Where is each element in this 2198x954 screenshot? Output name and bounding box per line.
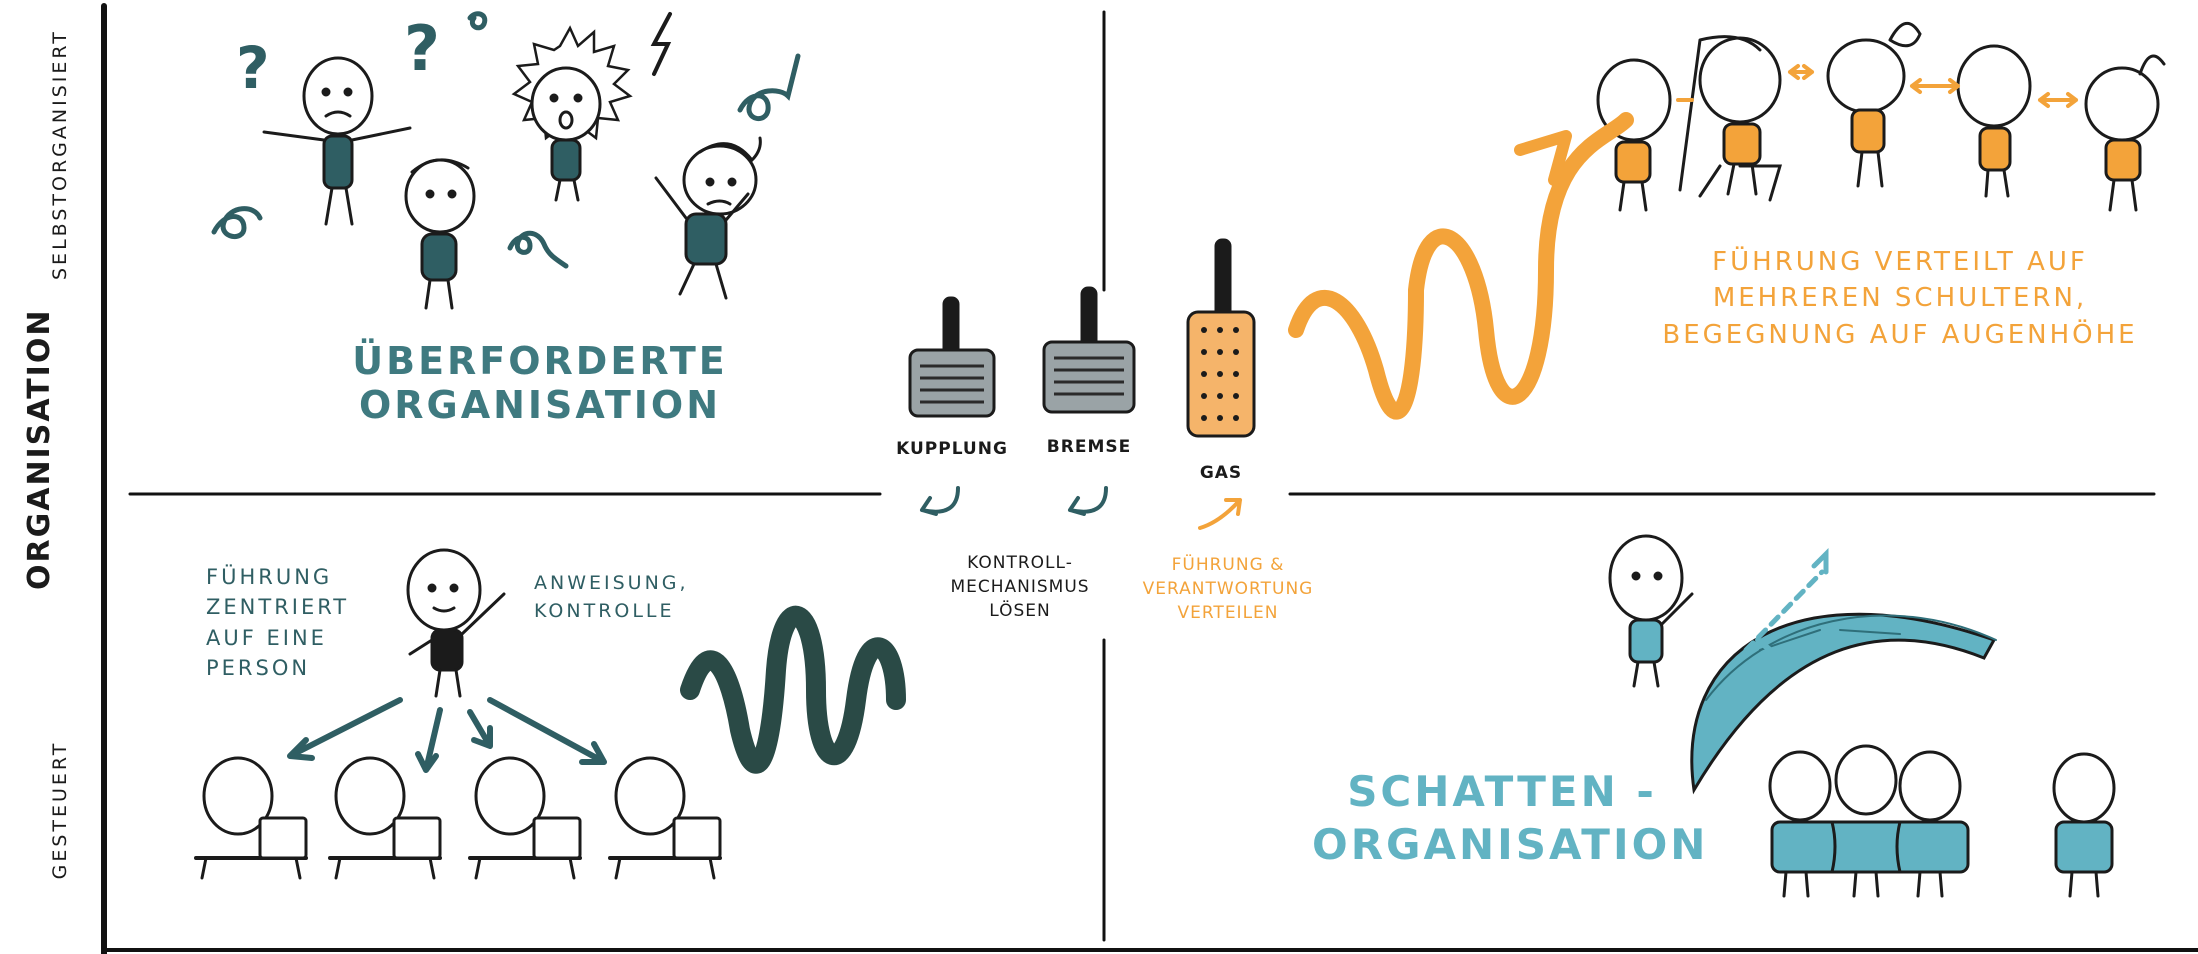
dark-squiggle: [680, 605, 906, 774]
brake-label: BREMSE: [1046, 437, 1132, 457]
control-mechanism-note: KONTROLL- MECHANISMUS LÖSEN: [950, 553, 1090, 621]
central-leader: [406, 548, 506, 698]
instruction-arrows: [287, 697, 607, 773]
team-eye-level: [1596, 22, 2166, 212]
brake-release-arrow: [1068, 486, 1108, 516]
distributed-leadership-caption: FÜHRUNG VERTEILT AUF MEHREREN SCHULTERN,…: [1662, 247, 2138, 350]
gas-label: GAS: [1199, 463, 1243, 483]
orange-squiggle-arrow: [1288, 112, 1634, 420]
overwhelmed-organisation-title: ÜBERFORDERTE ORGANISATION: [352, 339, 728, 427]
workers-at-laptops: [194, 756, 722, 880]
distribute-responsibility-note: FÜHRUNG & VERANTWORTUNG VERTEILEN: [1142, 555, 1314, 623]
overwhelmed-figures: ? ?: [236, 12, 762, 310]
instruction-control-note: ANWEISUNG, KONTROLLE: [534, 572, 689, 622]
svg-text:?: ?: [404, 12, 440, 85]
gas-press-arrow: [1198, 498, 1242, 530]
axis-main-label: ORGANISATION: [22, 308, 57, 590]
brake-pedal: [1042, 286, 1136, 414]
axis-top-label: SELBSTORGANISIERT: [49, 29, 71, 280]
swirl-doodles: [211, 11, 801, 269]
clutch-label: KUPPLUNG: [896, 439, 1008, 459]
axis-lines: [101, 3, 2198, 954]
clutch-release-arrow: [920, 486, 960, 516]
pedals: [908, 238, 1256, 530]
eye-level-arrows: [1676, 64, 2078, 108]
shadow-organisation-title: SCHATTEN - ORGANISATION: [1312, 767, 1709, 869]
orange-arrow-head: [1514, 130, 1572, 186]
shadow-organisation-art: [1608, 534, 2116, 898]
leadership-centered-note: FÜHRUNG ZENTRIERT AUF EINE PERSON: [206, 565, 350, 681]
gas-pedal: [1186, 238, 1256, 438]
svg-text:?: ?: [236, 34, 270, 102]
clutch-pedal: [908, 296, 996, 418]
axis-bottom-label: GESTEUERT: [49, 740, 71, 880]
